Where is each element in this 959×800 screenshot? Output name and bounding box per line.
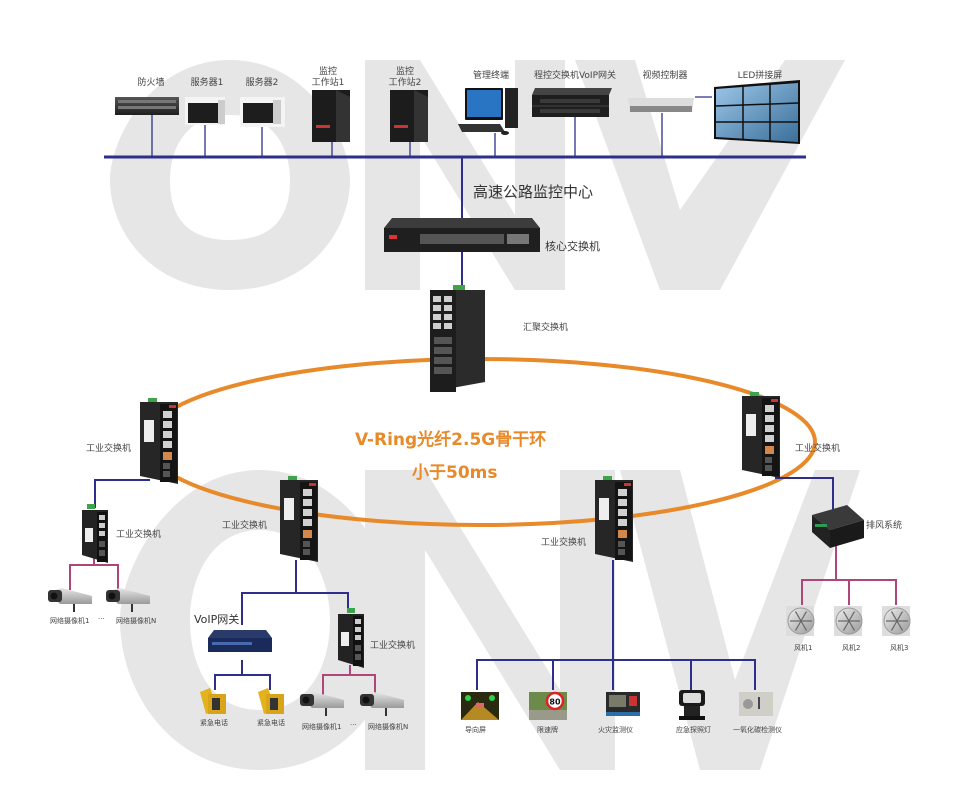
mid-left-ring-switch-icon [280, 476, 318, 562]
workstation-2-icon [390, 90, 428, 142]
fan-2-icon [834, 606, 863, 636]
mid-right-ring-switch-icon [595, 476, 633, 562]
emergency-phone-1-icon [200, 688, 226, 714]
label-server-1: 服务器1 [190, 78, 224, 88]
label-left-camera-ellipsis: ··· [98, 615, 105, 623]
label-workstation-2-line1: 监控 [395, 67, 414, 77]
firewall-icon [115, 97, 179, 115]
label-fan-3: 风机3 [890, 644, 909, 652]
management-terminal-icon [458, 88, 518, 135]
label-mid-left-camera-ellipsis: ··· [350, 721, 357, 729]
pbx-voip-gateway-icon [532, 88, 612, 117]
label-pbx-voip-gateway: 程控交换机VoIP网关 [533, 71, 617, 81]
label-workstation-1-line2: 工作站1 [311, 78, 345, 88]
led-video-wall-icon [714, 80, 800, 144]
mid-left-camera-1-icon [300, 692, 344, 716]
center-network-bus [104, 96, 806, 290]
label-mid-left-camera-n: 网络摄像机N [368, 723, 409, 731]
label-workstation-1: 监控 工作站1 [303, 67, 353, 89]
label-fan-2: 风机2 [842, 644, 861, 652]
label-emergency-searchlight: 应急探照灯 [676, 726, 711, 734]
workstation-1-icon [312, 90, 350, 142]
emergency-phone-2-icon [258, 688, 284, 714]
ventilation-controller-icon [812, 505, 864, 548]
speed-limit-sign-icon: 80 [529, 691, 567, 720]
co-detector-icon [739, 692, 773, 716]
left-sub-switch-icon [82, 504, 108, 563]
label-led-video-wall: LED拼接屏 [737, 71, 783, 81]
label-fan-1: 风机1 [794, 644, 813, 652]
mid-left-sub-switch-icon [338, 608, 364, 668]
branch-lines [94, 477, 834, 690]
label-workstation-2-line2: 工作站2 [388, 78, 422, 88]
label-ventilation-system: 排风系统 [866, 521, 903, 531]
label-speed-limit-sign: 限速牌 [537, 726, 558, 734]
label-mid-right-switch: 工业交换机 [541, 538, 587, 548]
label-aggregation-switch: 汇聚交换机 [523, 323, 569, 333]
label-left-sub-switch: 工业交换机 [116, 530, 162, 540]
label-co-detector: 一氧化碳检测仪 [733, 726, 782, 734]
ring-title: V-Ring光纤2.5G骨干环 [355, 430, 547, 450]
label-management-terminal: 管理终端 [472, 71, 509, 81]
left-camera-1-icon [48, 588, 92, 612]
label-video-controller: 视频控制器 [642, 71, 688, 81]
core-switch-icon [384, 218, 540, 252]
label-server-2: 服务器2 [245, 78, 279, 88]
label-guidance-screen: 导向屏 [465, 726, 486, 734]
label-emergency-phone-2: 紧急电话 [257, 719, 285, 727]
video-controller-icon [628, 98, 694, 112]
fire-monitor-icon [606, 692, 640, 716]
watermark-v-top [575, 60, 845, 290]
label-emergency-phone-1: 紧急电话 [200, 719, 228, 727]
label-left-switch: 工业交换机 [86, 444, 132, 454]
ring-subtitle: 小于50ms [412, 463, 498, 483]
label-mid-left-switch: 工业交换机 [222, 521, 268, 531]
label-left-camera-n: 网络摄像机N [116, 617, 157, 625]
left-camera-n-icon [106, 588, 150, 612]
voip-gateway-icon [208, 630, 272, 652]
emergency-searchlight-icon [679, 690, 705, 720]
guidance-screen-icon [461, 692, 499, 720]
mid-left-camera-n-icon [360, 692, 404, 716]
label-workstation-1-line1: 监控 [318, 67, 337, 77]
label-fire-monitor: 火灾监测仪 [598, 726, 633, 734]
label-firewall: 防火墙 [137, 78, 165, 88]
label-mid-left-sub-switch: 工业交换机 [370, 641, 416, 651]
fan-1-icon [786, 606, 815, 636]
right-ring-switch-icon [742, 392, 780, 478]
speed-limit-value: 80 [549, 698, 561, 707]
label-left-camera-1: 网络摄像机1 [50, 617, 90, 625]
watermark-o-bottom [120, 470, 400, 770]
watermark-o-top [110, 60, 350, 290]
server-2-icon [240, 97, 285, 127]
label-mid-left-camera-1: 网络摄像机1 [302, 723, 342, 731]
server-1-icon [185, 97, 225, 125]
label-core-switch: 核心交换机 [545, 240, 600, 253]
fan-3-icon [882, 606, 911, 636]
device-lines [69, 545, 897, 695]
monitoring-center-title: 高速公路监控中心 [473, 183, 594, 201]
label-right-switch: 工业交换机 [795, 444, 841, 454]
aggregation-switch-icon [430, 285, 485, 392]
label-workstation-2: 监控 工作站2 [380, 67, 430, 89]
label-voip-gateway: VoIP网关 [194, 613, 240, 626]
left-ring-switch-icon [140, 398, 178, 484]
